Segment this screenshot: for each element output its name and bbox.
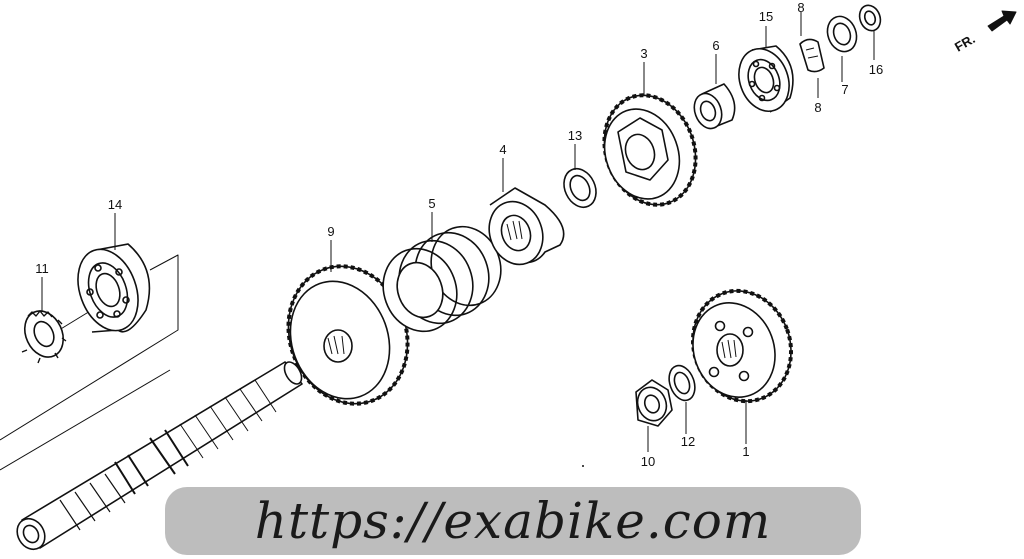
callout-9: 9 xyxy=(327,224,334,239)
callout-5: 5 xyxy=(428,196,435,211)
part-8-cotters xyxy=(799,38,825,73)
part-10-nut xyxy=(635,379,673,427)
part-9-gear xyxy=(286,264,410,406)
callout-7: 7 xyxy=(841,82,848,97)
callout-16: 16 xyxy=(869,62,883,77)
callout-8-top: 8 xyxy=(797,0,804,15)
part-15-bearing xyxy=(738,45,794,113)
part-12-washer xyxy=(668,364,696,402)
callout-10: 10 xyxy=(641,454,655,469)
stray-mark xyxy=(582,465,584,467)
callout-14: 14 xyxy=(108,197,122,212)
part-13-washer xyxy=(563,167,597,209)
part-14-bearing xyxy=(77,243,151,333)
callout-labels: 11 14 9 5 4 13 3 6 15 8 8 7 16 1 12 10 xyxy=(35,0,883,469)
callout-11: 11 xyxy=(35,261,49,276)
part-1-gear xyxy=(690,288,794,404)
main-shaft xyxy=(16,361,303,551)
leader-lines xyxy=(41,12,875,452)
callout-4: 4 xyxy=(499,142,506,157)
part-11-nut xyxy=(21,310,67,364)
watermark-banner: https://exabike.com xyxy=(165,487,861,555)
part-7-washer xyxy=(826,15,858,53)
direction-arrow-icon xyxy=(987,10,1017,32)
callout-8-bottom: 8 xyxy=(814,100,821,115)
callout-12: 12 xyxy=(681,434,695,449)
watermark-text: https://exabike.com xyxy=(254,492,772,550)
callout-1: 1 xyxy=(742,444,749,459)
callout-3: 3 xyxy=(640,46,647,61)
part-6-collar xyxy=(693,83,736,130)
callout-15: 15 xyxy=(759,9,773,24)
part-3-gear xyxy=(602,93,698,207)
callout-6: 6 xyxy=(712,38,719,53)
part-4-sleeve xyxy=(488,187,565,266)
part-16-circlip xyxy=(858,4,882,32)
direction-label: FR. xyxy=(952,31,978,54)
callout-13: 13 xyxy=(568,128,582,143)
front-direction-indicator: FR. xyxy=(952,10,1017,55)
